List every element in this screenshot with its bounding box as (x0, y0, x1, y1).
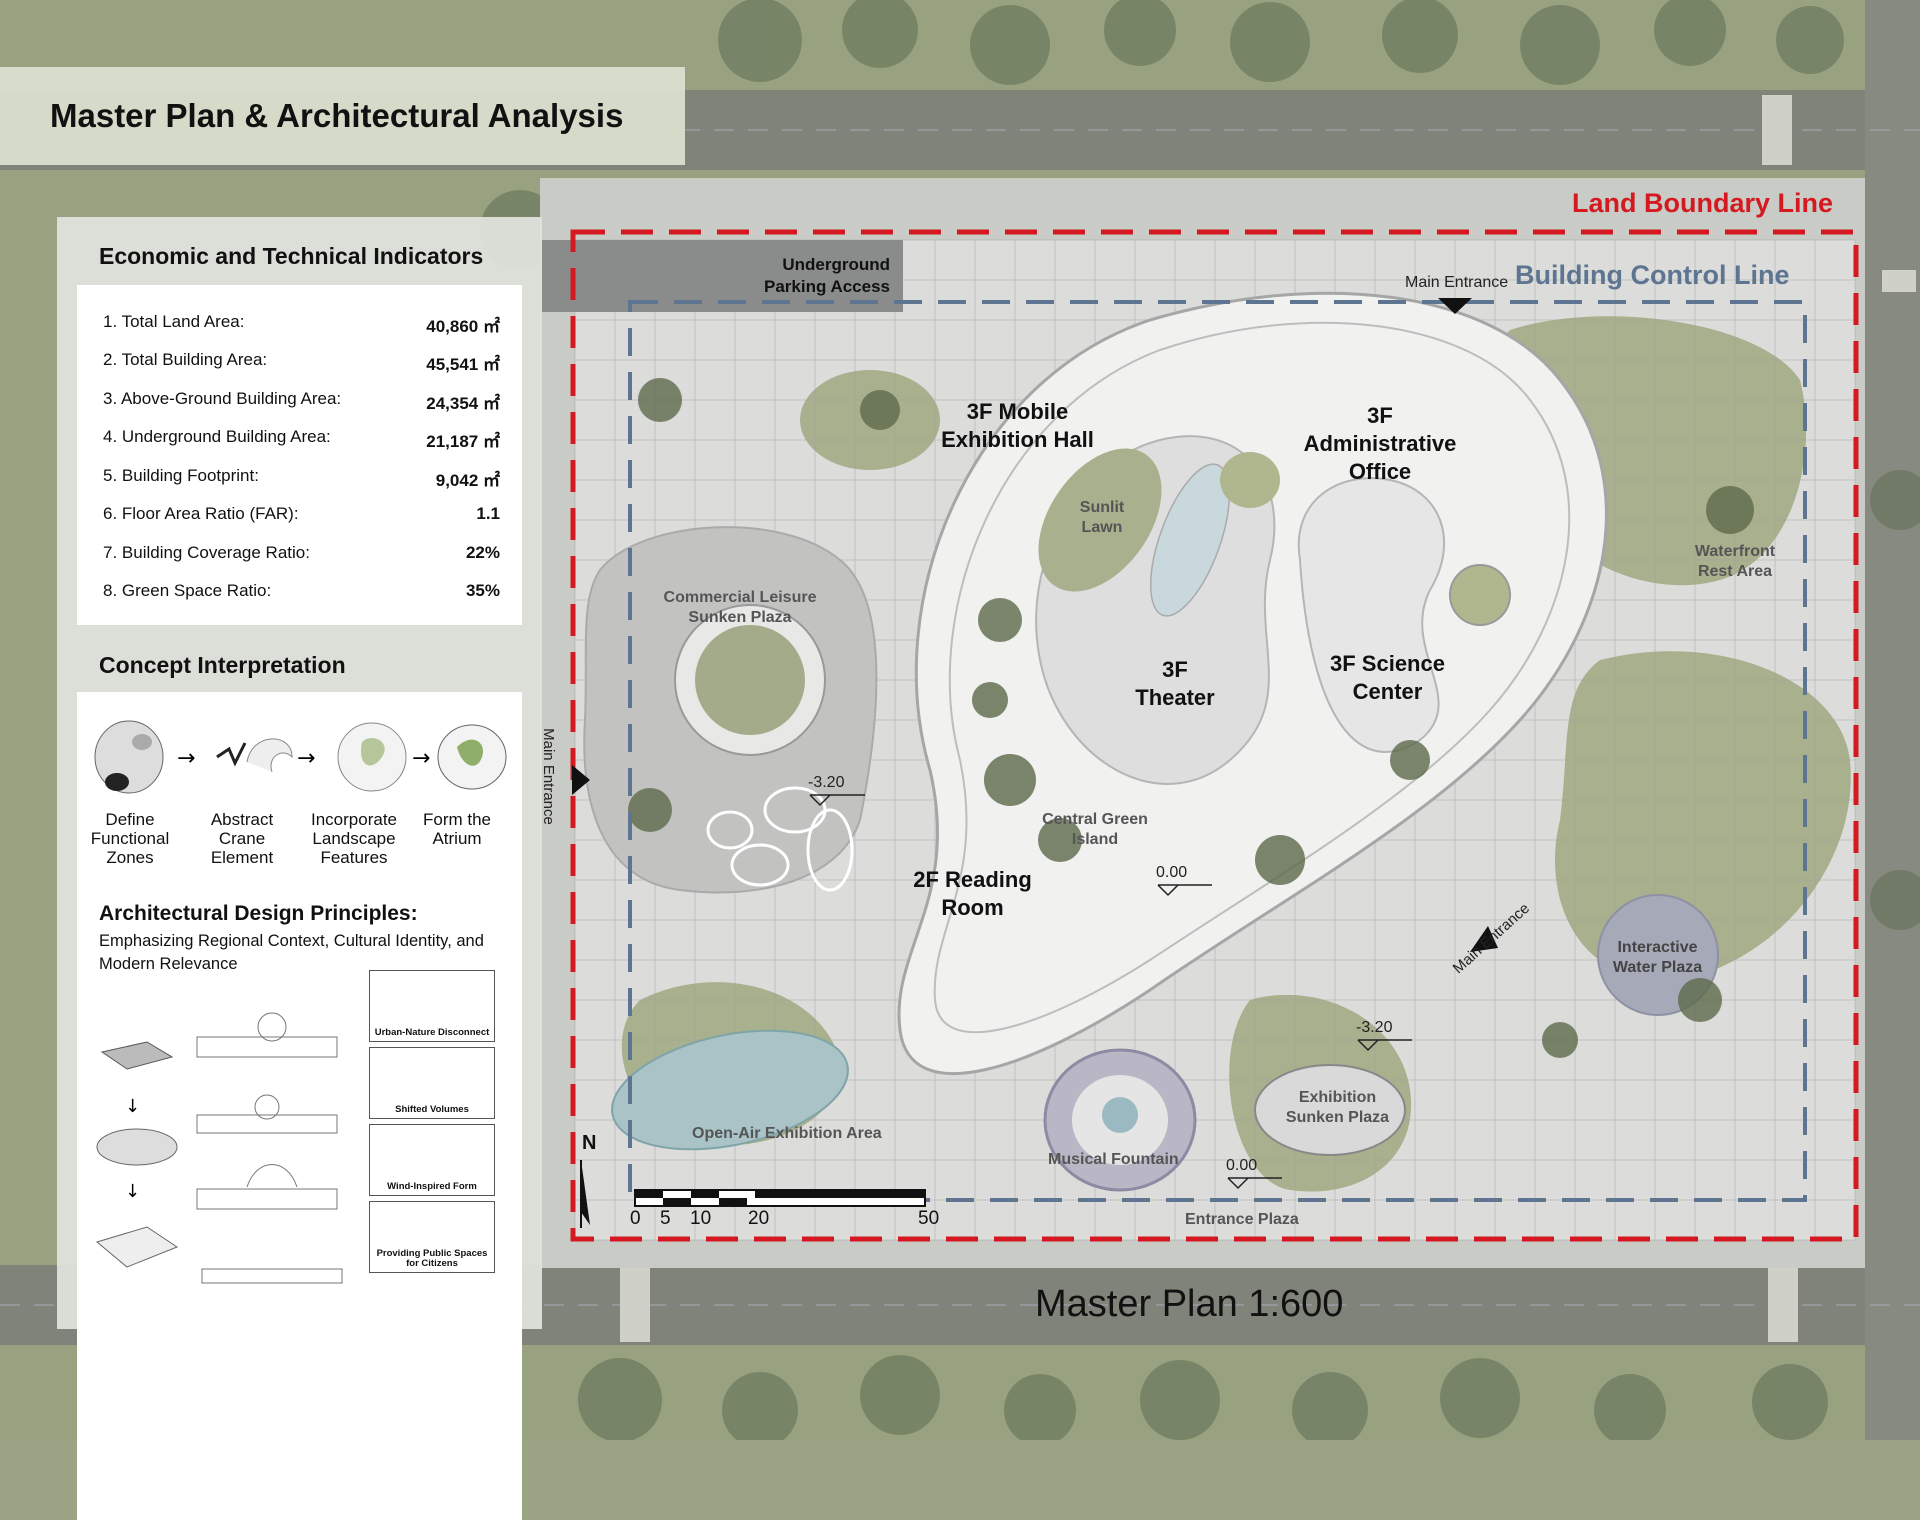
concept-sketches: → → → (94, 720, 507, 794)
zone-sunlit-lawn: Sunlit Lawn (1079, 499, 1125, 536)
scale-tick: 5 (660, 1208, 671, 1229)
elevation-marker: 0.00 (1156, 864, 1188, 881)
left-panel: Economic and Technical Indicators 1. Tot… (57, 217, 542, 1520)
indicator-row: 8. Green Space Ratio:35% (103, 581, 500, 600)
room-science-center: 3F Science Center (1330, 651, 1445, 704)
zone-musical-fountain: Musical Fountain (1048, 1151, 1179, 1168)
principle-box: Shifted Volumes (369, 1047, 495, 1119)
room-reading-room: 2F Reading Room (913, 867, 1032, 920)
concept-title: Concept Interpretation (99, 652, 346, 678)
concept-step-label: Abstract Crane Element (210, 810, 274, 867)
elevation-marker: -3.20 (808, 774, 845, 791)
principle-box: Urban-Nature Disconnect (369, 970, 495, 1042)
indicator-row: 7. Building Coverage Ratio:22% (103, 543, 500, 562)
title-bar: Master Plan & Architectural Analysis (0, 67, 685, 165)
parking-access-label: Underground Parking Access (764, 255, 890, 296)
elevation-marker: -3.20 (1356, 1019, 1393, 1036)
principles-sketches: ↓ ↓ (95, 1012, 343, 1284)
principle-box: Providing Public Spaces for Citizens (369, 1201, 495, 1273)
svg-text:→: → (297, 746, 315, 771)
zone-waterfront-rest-area: Waterfront Rest Area (1694, 543, 1776, 580)
svg-text:↓: ↓ (125, 1096, 140, 1117)
svg-text:→: → (177, 746, 195, 771)
room-administrative-office: 3F Administrative Office (1303, 403, 1457, 484)
svg-text:↓: ↓ (125, 1181, 140, 1202)
indicator-row: 4. Underground Building Area:21,187 ㎡ (103, 427, 500, 451)
zone-exhibition-sunken-plaza: Exhibition Sunken Plaza (1285, 1089, 1390, 1126)
concept-step-label: Incorporate Landscape Features (311, 810, 397, 867)
svg-text:→: → (412, 746, 430, 771)
scale-tick: 10 (690, 1208, 712, 1229)
elevation-marker: 0.00 (1226, 1157, 1258, 1174)
scale-tick: 20 (748, 1208, 770, 1229)
zone-interactive-water-plaza: Interactive Water Plaza (1612, 939, 1703, 976)
building-control-label: Building Control Line (1515, 260, 1790, 290)
principles-subtitle: Emphasizing Regional Context, Cultural I… (99, 932, 484, 973)
zone-commercial-sunken-plaza: Commercial Leisure Sunken Plaza (663, 589, 817, 626)
room-mobile-exhibition-hall: 3F Mobile Exhibition Hall (941, 399, 1094, 452)
room-theater: 3F Theater (1135, 657, 1215, 710)
indicator-row: 6. Floor Area Ratio (FAR):1.1 (103, 504, 500, 523)
scale-title: Master Plan 1:600 (1035, 1283, 1344, 1325)
main-entrance-label-left: Main Entrance (539, 728, 557, 825)
north-arrow-label: N (582, 1132, 597, 1154)
zone-open-air-exhibition: Open-Air Exhibition Area (692, 1125, 882, 1142)
indicator-row: 5. Building Footprint:9,042 ㎡ (103, 466, 500, 490)
master-plan-drawing (0, 0, 1920, 1440)
land-boundary-label: Land Boundary Line (1572, 188, 1834, 218)
indicator-row: 1. Total Land Area:40,860 ㎡ (103, 312, 500, 336)
principles-title: Architectural Design Principles: (99, 902, 418, 925)
principle-box: Wind-Inspired Form (369, 1124, 495, 1196)
concept-step-label: Define Functional Zones (90, 810, 170, 867)
indicator-row: 3. Above-Ground Building Area:24,354 ㎡ (103, 389, 500, 413)
scale-tick: 50 (918, 1208, 940, 1229)
zone-central-green-island: Central Green Island (1042, 811, 1148, 848)
indicators-card: 1. Total Land Area:40,860 ㎡ 2. Total Bui… (77, 285, 522, 625)
page-title: Master Plan & Architectural Analysis (50, 97, 624, 134)
concept-card: → → → Define Functional Zones Abstract C… (77, 692, 522, 1520)
concept-step-label: Form the Atrium (422, 810, 492, 848)
scale-tick: 0 (630, 1208, 641, 1229)
zone-entrance-plaza: Entrance Plaza (1185, 1211, 1299, 1228)
indicator-row: 2. Total Building Area:45,541 ㎡ (103, 350, 500, 374)
main-entrance-label-top: Main Entrance (1405, 274, 1509, 291)
indicators-title: Economic and Technical Indicators (99, 243, 484, 269)
